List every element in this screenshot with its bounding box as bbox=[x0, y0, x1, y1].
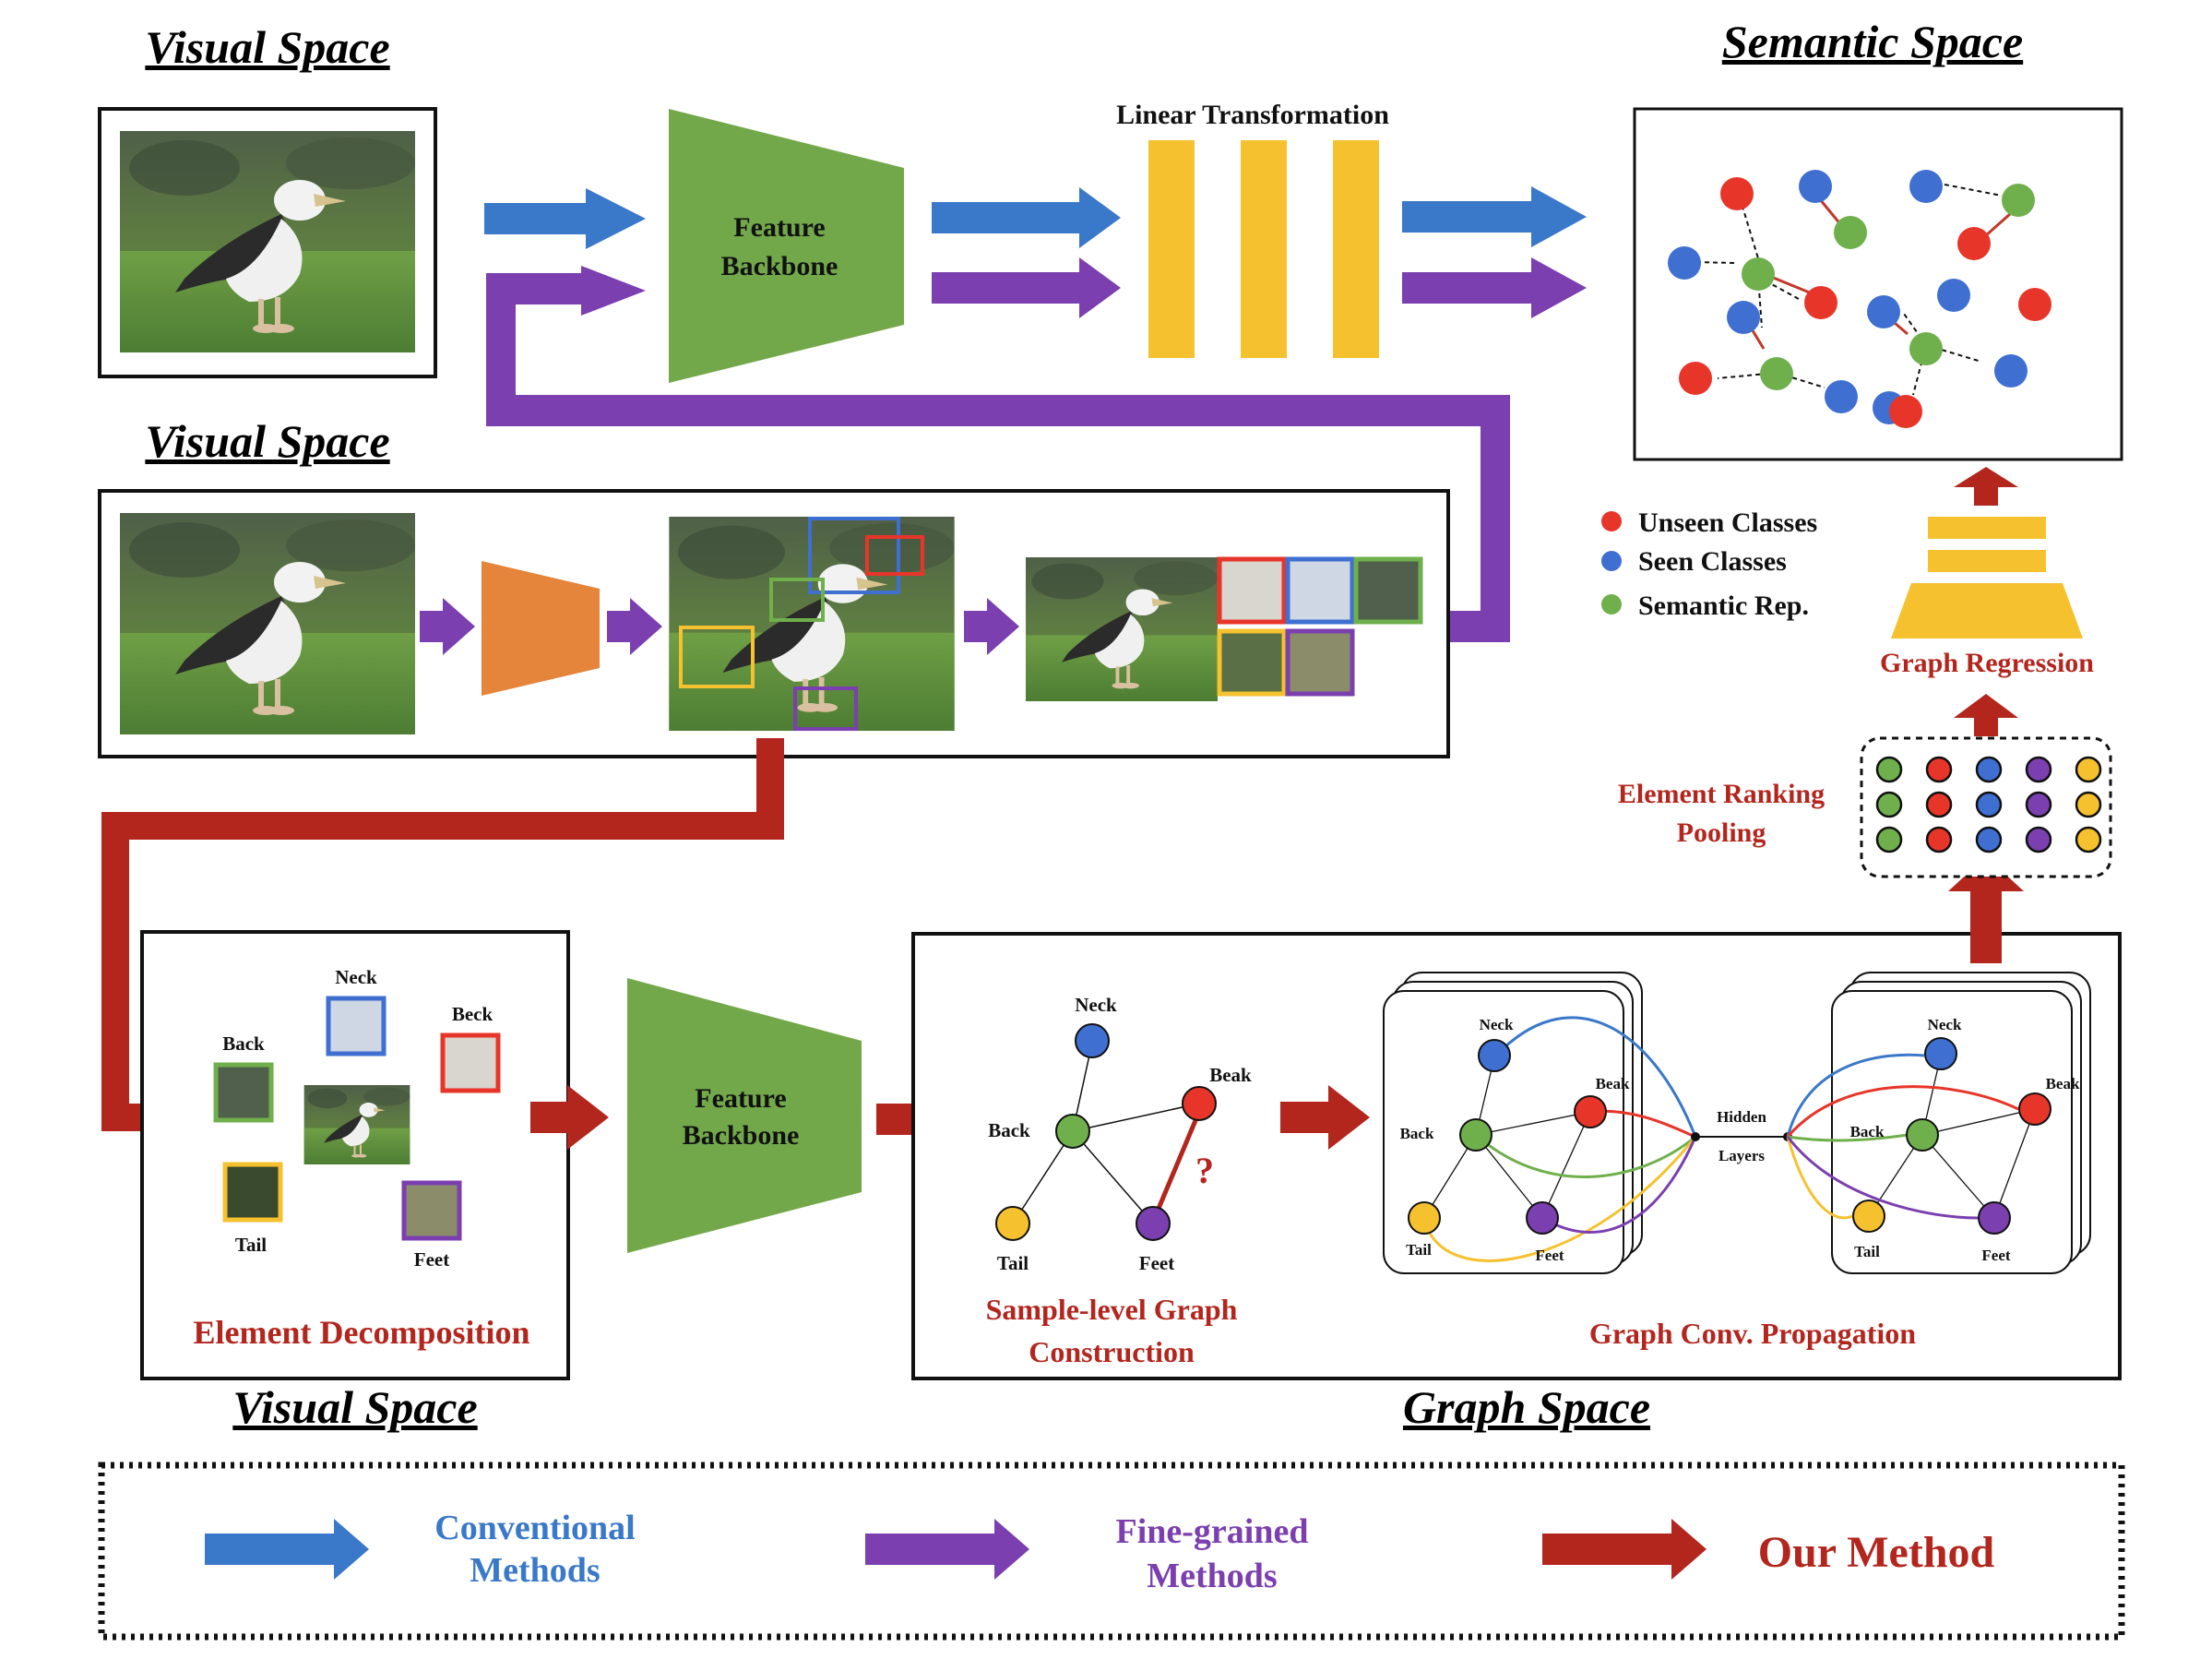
element-ranking-pooling bbox=[1860, 736, 2112, 878]
label-element-decomposition: Element Decomposition bbox=[194, 1314, 530, 1351]
key-label-fine-grained-2: Methods bbox=[1147, 1557, 1277, 1595]
gcn-left-beak: Beak bbox=[1596, 1075, 1630, 1092]
class-legend: Unseen Classes Seen Classes Semantic Rep… bbox=[1601, 507, 1817, 621]
blue-arrow-3 bbox=[1402, 186, 1587, 247]
graph-label-tail: Tail bbox=[997, 1252, 1029, 1274]
question-mark: ? bbox=[1195, 1150, 1214, 1191]
purple-small-arrow-1 bbox=[420, 598, 475, 655]
title-semantic-space: Semantic Space bbox=[1722, 16, 2023, 67]
graph-regression: Graph Regression bbox=[1880, 517, 2094, 678]
title-visual-space-mid: Visual Space bbox=[145, 415, 389, 467]
sample-graph bbox=[995, 1023, 1217, 1241]
svg-text:Hidden: Hidden bbox=[1717, 1108, 1766, 1126]
key-label-conventional-2: Methods bbox=[470, 1551, 600, 1590]
linear-transformation: Linear Transformation bbox=[1116, 100, 1389, 358]
gcn-right-tail: Tail bbox=[1854, 1243, 1880, 1260]
legend-unseen: Unseen Classes bbox=[1638, 507, 1817, 538]
feature-backbone-top: Feature Backbone bbox=[669, 109, 904, 383]
blue-arrow-2 bbox=[932, 187, 1121, 248]
graph-label-beak: Beak bbox=[1209, 1064, 1252, 1086]
svg-text:Graph Space: Graph Space bbox=[1403, 1381, 1650, 1433]
gcn-left-neck: Neck bbox=[1480, 1016, 1514, 1033]
purple-arrow-3 bbox=[1402, 257, 1587, 318]
gcn-right-back: Back bbox=[1850, 1123, 1885, 1140]
key-arrow-ours bbox=[1542, 1519, 1707, 1580]
svg-text:Backbone: Backbone bbox=[721, 251, 838, 281]
label-tail-crop: Tail bbox=[235, 1234, 267, 1256]
title-graph-space: Graph Space bbox=[1403, 1381, 1650, 1433]
title-visual-space-bottom: Visual Space bbox=[232, 1381, 477, 1433]
label-sample-graph-line2: Construction bbox=[1029, 1335, 1195, 1368]
svg-text:Visual Space: Visual Space bbox=[232, 1381, 477, 1433]
semantic-space-box bbox=[1633, 107, 2123, 461]
red-arrow-up-3 bbox=[1954, 467, 2018, 506]
feature-backbone-bottom: Feature Backbone bbox=[627, 978, 862, 1253]
red-arrow-3 bbox=[1280, 1085, 1370, 1150]
gcn-right-feet: Feet bbox=[1981, 1247, 2010, 1264]
label-element-ranking-1: Element Ranking bbox=[1618, 779, 1825, 809]
gcn-stack-left bbox=[1383, 972, 1697, 1274]
method-key-box bbox=[98, 1462, 2125, 1641]
legend-semantic: Semantic Rep. bbox=[1638, 591, 1809, 621]
hidden-layers: Hidden Layers bbox=[1691, 1108, 1792, 1164]
svg-text:Backbone: Backbone bbox=[683, 1120, 800, 1151]
key-arrow-fine-grained bbox=[865, 1519, 1029, 1580]
svg-text:Linear Transformation: Linear Transformation bbox=[1116, 100, 1389, 130]
label-element-ranking-2: Pooling bbox=[1677, 818, 1766, 848]
key-label-fine-grained-1: Fine-grained bbox=[1116, 1512, 1309, 1551]
bird-photo-top bbox=[120, 131, 415, 352]
label-graph-conv: Graph Conv. Propagation bbox=[1589, 1317, 1916, 1350]
key-label-conventional-1: Conventional bbox=[434, 1509, 635, 1547]
label-back-crop: Back bbox=[222, 1032, 265, 1055]
gcn-left-back: Back bbox=[1400, 1125, 1434, 1142]
gcn-right-neck: Neck bbox=[1928, 1016, 1962, 1033]
title-visual-space-top: Visual Space bbox=[145, 21, 389, 73]
label-feet-crop: Feet bbox=[414, 1248, 449, 1271]
bird-photo-crops bbox=[1026, 556, 1423, 701]
svg-text:Graph Regression: Graph Regression bbox=[1880, 648, 2094, 678]
gcn-left-feet: Feet bbox=[1535, 1247, 1564, 1264]
blue-arrow-1 bbox=[484, 188, 646, 249]
label-neck-crop: Neck bbox=[335, 966, 377, 988]
gcn-left-tail: Tail bbox=[1406, 1241, 1432, 1259]
purple-arrow-1 bbox=[581, 266, 646, 316]
element-crops bbox=[213, 996, 501, 1241]
svg-text:Feature: Feature bbox=[695, 1083, 786, 1114]
label-beck-crop: Beck bbox=[452, 1003, 494, 1025]
purple-feedback-path bbox=[486, 273, 1510, 642]
graph-label-neck: Neck bbox=[1075, 994, 1117, 1016]
svg-text:Feature: Feature bbox=[733, 212, 825, 243]
svg-text:Visual Space: Visual Space bbox=[145, 415, 389, 467]
purple-arrow-2 bbox=[932, 257, 1121, 318]
key-arrow-conventional bbox=[205, 1519, 369, 1580]
red-arrow-up-2 bbox=[1954, 694, 2018, 736]
svg-text:Semantic Space: Semantic Space bbox=[1722, 16, 2023, 67]
graph-label-back: Back bbox=[988, 1119, 1030, 1141]
svg-text:Layers: Layers bbox=[1718, 1147, 1765, 1164]
legend-seen: Seen Classes bbox=[1638, 546, 1787, 577]
label-sample-graph-line1: Sample-level Graph bbox=[986, 1293, 1238, 1326]
detector-trapezoid bbox=[482, 561, 600, 696]
purple-small-arrow-3 bbox=[964, 598, 1019, 655]
gcn-right-beak: Beak bbox=[2046, 1075, 2080, 1092]
bird-photo-detected bbox=[669, 517, 955, 731]
key-label-ours: Our Method bbox=[1758, 1528, 1995, 1577]
graph-label-feet: Feet bbox=[1139, 1252, 1174, 1274]
red-arrow-1 bbox=[530, 1085, 609, 1150]
bird-photo-mid bbox=[120, 513, 415, 734]
gcn-stack-right bbox=[1786, 972, 2091, 1274]
purple-small-arrow-2 bbox=[607, 598, 662, 655]
svg-text:Visual Space: Visual Space bbox=[145, 21, 389, 73]
